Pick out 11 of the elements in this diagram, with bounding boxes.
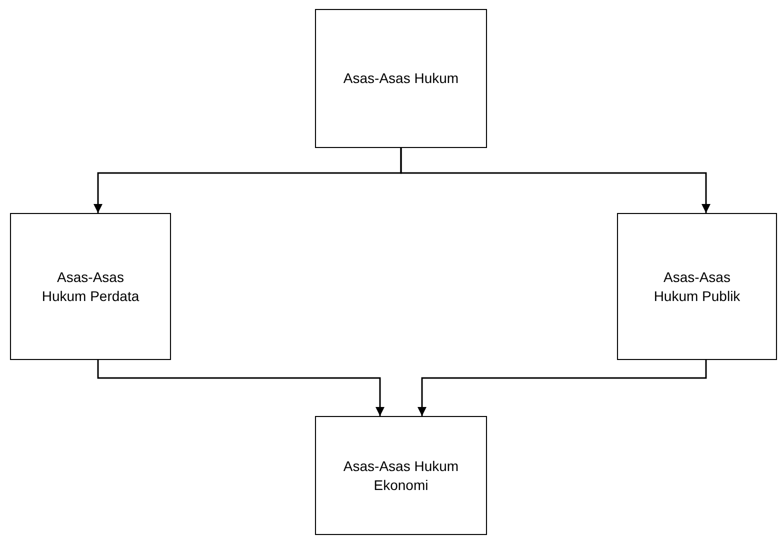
- process-box: [315, 416, 487, 535]
- arrow: [400, 148, 710, 213]
- process-box: [315, 9, 487, 148]
- box-label: Asas-Asas Hukum: [343, 69, 459, 88]
- box-label: Asas-Asas Hukum Ekonomi: [342, 457, 460, 494]
- arrow: [97, 360, 384, 416]
- process-box: [10, 213, 171, 360]
- box-label: Asas-Asas Hukum Publik: [652, 268, 742, 305]
- process-box: [617, 213, 777, 360]
- arrow: [418, 360, 707, 416]
- box-label: Asas-Asas Hukum Perdata: [40, 268, 140, 305]
